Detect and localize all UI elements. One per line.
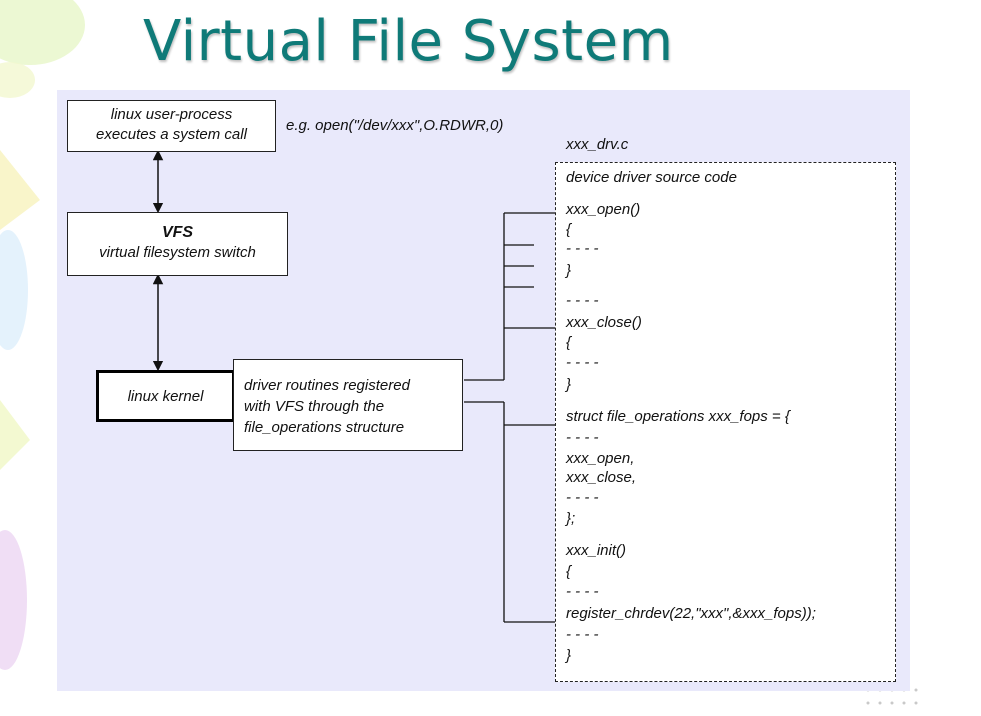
- user-process-line1: linux user-process: [110, 106, 233, 123]
- kernel-label: linux kernel: [127, 388, 204, 405]
- vfs-subtitle: virtual filesystem switch: [99, 244, 256, 261]
- code-line: }: [566, 647, 572, 664]
- lower-bracket: [464, 401, 560, 623]
- vfs-box: VFS virtual filesystem switch: [67, 212, 288, 276]
- code-line: struct file_operations xxx_fops = {: [566, 408, 790, 425]
- user-process-box: linux user-process executes a system cal…: [67, 100, 276, 152]
- code-line: - - - -: [566, 240, 599, 257]
- code-line: {: [566, 221, 572, 238]
- code-line: xxx_init(): [566, 542, 627, 559]
- code-line: xxx_open(): [566, 201, 641, 218]
- driver-routines-box: driver routines registered with VFS thro…: [233, 359, 463, 451]
- code-line: - - - -: [566, 429, 599, 446]
- code-line: - - - -: [566, 354, 599, 371]
- code-line: - - - -: [566, 489, 599, 506]
- code-line: xxx_close,: [566, 469, 637, 486]
- driver-routines-line2: with VFS through the: [244, 398, 385, 415]
- code-line: - - - -: [566, 583, 599, 600]
- driver-routines-line3: file_operations structure: [244, 419, 405, 436]
- kernel-box: linux kernel: [96, 370, 235, 422]
- code-line: {: [566, 563, 572, 580]
- code-line: };: [566, 510, 576, 527]
- code-line: - - - -: [566, 626, 599, 643]
- upper-bracket: [464, 212, 560, 381]
- source-file-name: xxx_drv.c: [566, 136, 629, 153]
- code-line: device driver source code: [566, 169, 737, 186]
- code-line: xxx_open,: [566, 450, 635, 467]
- driver-routines-line1: driver routines registered: [244, 377, 410, 394]
- example-call: e.g. open("/dev/xxx",O.RDWR,0): [286, 117, 504, 134]
- vfs-title: VFS: [161, 224, 194, 241]
- code-line: }: [566, 262, 572, 279]
- source-code-box: [555, 162, 896, 682]
- code-line: - - - -: [566, 292, 599, 309]
- code-line: }: [566, 376, 572, 393]
- code-line: {: [566, 334, 572, 351]
- code-line: xxx_close(): [566, 314, 642, 331]
- slide-title: Virtual File System: [143, 9, 674, 74]
- code-line: register_chrdev(22,"xxx",&xxx_fops));: [566, 605, 816, 622]
- user-process-line2: executes a system call: [96, 126, 247, 143]
